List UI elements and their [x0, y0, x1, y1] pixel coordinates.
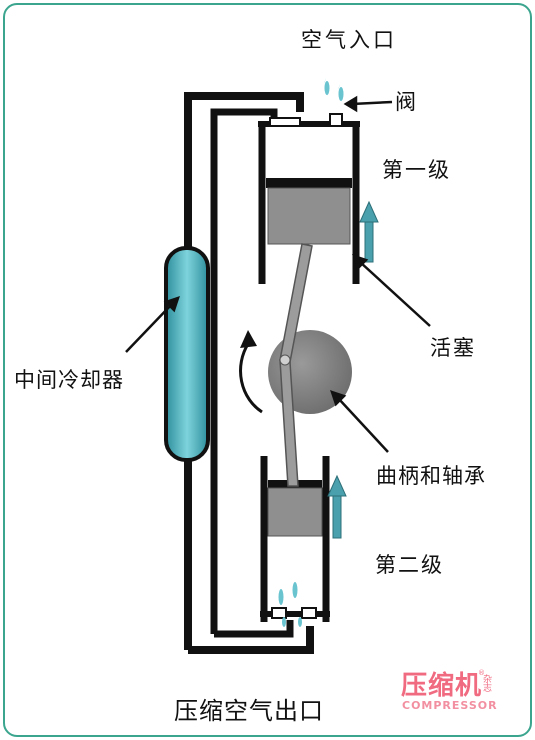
crank-leader — [330, 390, 389, 453]
intercooler-label: 中间冷却器 — [14, 368, 124, 392]
compressor-logo-name: 压缩机 — [401, 671, 483, 701]
first-stage-valve-left — [269, 117, 301, 127]
first-stage-flow-arrow — [359, 200, 379, 263]
first-stage-valve — [329, 113, 343, 127]
piston-label: 活塞 — [430, 336, 476, 360]
valve-leader — [343, 95, 393, 113]
piston-leader — [352, 254, 431, 327]
intercooler-leader — [125, 296, 180, 353]
connecting-rods — [279, 243, 313, 487]
air-outlet-label: 压缩空气出口 — [174, 697, 324, 725]
crank-and-bearing-label: 曲柄和轴承 — [376, 464, 486, 488]
compressor-logo-mark: ® — [478, 669, 485, 677]
second-stage-cylinder — [260, 456, 330, 622]
compressor-logo-sub: COMPRESSOR — [402, 699, 498, 712]
inlet-air-wisps — [324, 78, 344, 102]
first-stage-piston — [266, 178, 352, 245]
second-stage-label: 第二级 — [375, 553, 444, 577]
first-stage-label: 第一级 — [382, 158, 451, 182]
valve-label: 阀 — [395, 90, 416, 114]
intercooler — [164, 246, 210, 462]
air-inlet-label: 空气入口 — [301, 28, 397, 52]
outlet-air-wisps — [278, 582, 302, 627]
compressor-logo-side: 杂志 — [483, 675, 493, 695]
second-stage-piston — [267, 480, 323, 537]
rotation-arrow — [239, 330, 263, 414]
second-stage-flow-arrow — [327, 474, 347, 539]
